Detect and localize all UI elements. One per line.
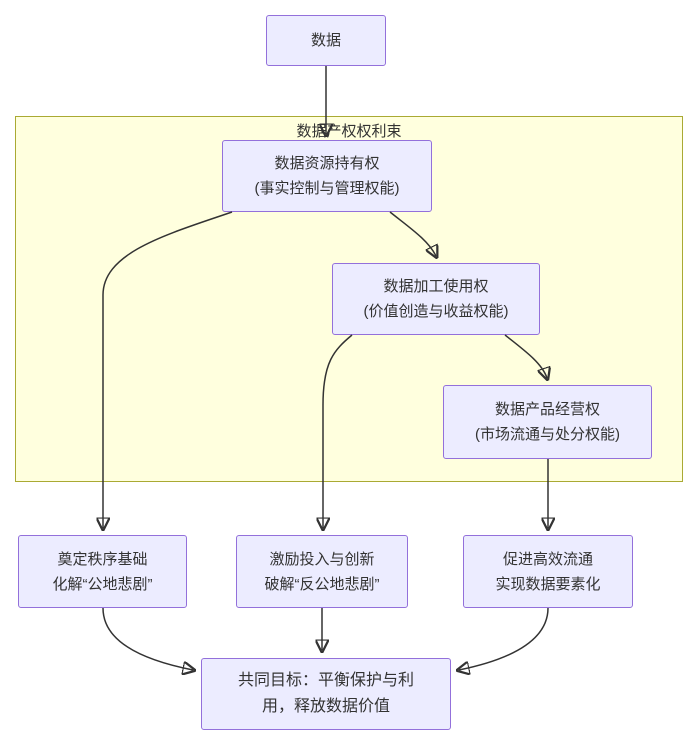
node-efficient-circulation: 促进高效流通 实现数据要素化 bbox=[463, 535, 633, 608]
node-operation-line2: (市场流通与处分权能) bbox=[475, 426, 620, 443]
node-order-line2: 化解“公地悲剧” bbox=[52, 575, 153, 593]
edge-circulation-to-goal bbox=[459, 607, 549, 670]
node-incentive-line2: 破解“反公地悲剧” bbox=[264, 575, 380, 593]
edge-order-to-goal bbox=[102, 607, 193, 670]
node-incentive-innovation: 激励投入与创新 破解“反公地悲剧” bbox=[236, 535, 408, 608]
subgraph-rights-bundle-label: 数据产权权利束 bbox=[296, 123, 402, 140]
node-circulation-line2: 实现数据要素化 bbox=[495, 575, 601, 593]
node-incentive-line1: 激励投入与创新 bbox=[269, 550, 375, 568]
node-order-line1: 奠定秩序基础 bbox=[57, 550, 148, 568]
node-holding-line1: 数据资源持有权 bbox=[274, 155, 380, 172]
node-circulation-line1: 促进高效流通 bbox=[502, 550, 593, 568]
node-data-label: 数据 bbox=[310, 32, 341, 49]
node-goal-line2: 用，释放数据价值 bbox=[261, 698, 390, 715]
node-operation-line1: 数据产品经营权 bbox=[494, 401, 600, 418]
node-processing-line2: (价值创造与收益权能) bbox=[363, 303, 509, 320]
node-data: 数据 bbox=[266, 15, 386, 66]
node-processing-use-right: 数据加工使用权 (价值创造与收益权能) bbox=[332, 263, 540, 335]
node-processing-line1: 数据加工使用权 bbox=[383, 278, 489, 295]
node-product-operation-right: 数据产品经营权 (市场流通与处分权能) bbox=[443, 385, 652, 459]
node-goal-line1: 共同目标：平衡保护与利 bbox=[237, 672, 414, 689]
node-holding-right: 数据资源持有权 (事实控制与管理权能) bbox=[222, 140, 432, 212]
node-holding-line2: (事实控制与管理权能) bbox=[254, 180, 400, 197]
node-order-foundation: 奠定秩序基础 化解“公地悲剧” bbox=[18, 535, 187, 608]
node-common-goal: 共同目标：平衡保护与利 用，释放数据价值 bbox=[201, 658, 451, 730]
